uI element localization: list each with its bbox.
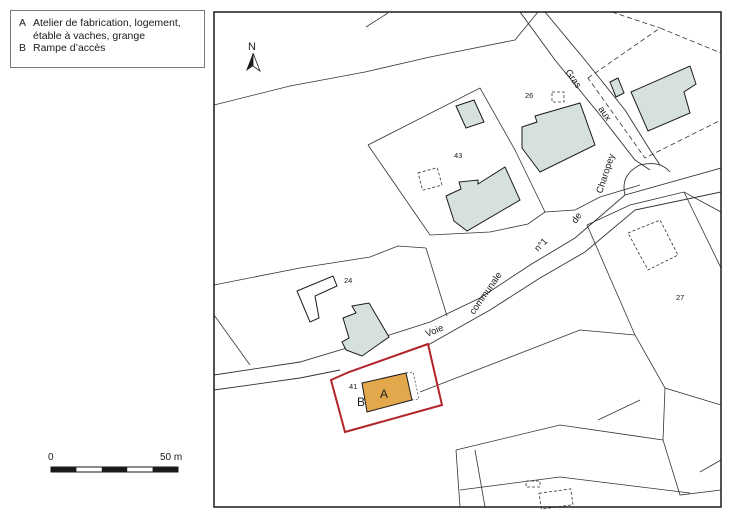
building-24 — [341, 302, 390, 357]
parcel-numbers: 26 43 24 27 41 — [344, 91, 684, 391]
highlighted-parcel-41 — [329, 342, 444, 434]
legend-text-a-line1: Atelier de fabrication, logement, — [33, 17, 181, 29]
building-26 — [521, 102, 596, 173]
dashed-buildings — [417, 91, 679, 510]
buildings — [296, 65, 697, 357]
legend-key-a: A — [19, 17, 27, 29]
legend-item-a: A Atelier de fabrication, logement, étab… — [19, 17, 198, 42]
road-label-de: de — [569, 211, 584, 226]
marker-a: A — [380, 387, 388, 401]
building-small — [609, 77, 625, 98]
parcel-number-43: 43 — [454, 151, 462, 160]
legend-key-b: B — [19, 42, 27, 54]
ramp-b — [405, 371, 420, 401]
roads — [214, 12, 721, 391]
road-label-gras: Gras — [563, 67, 584, 90]
road-label-n1: n°1 — [532, 236, 550, 254]
parcel-number-41: 41 — [349, 382, 357, 391]
building-dashed-parcel — [630, 65, 697, 132]
parcel-lines — [214, 12, 721, 507]
road-label-communale: communale — [467, 270, 504, 317]
building-43-annex — [455, 99, 485, 129]
legend-item-b: B Rampe d’accès — [19, 42, 198, 55]
road-label-aux: aux — [596, 104, 614, 123]
dashed-parcel — [587, 27, 721, 159]
building-43 — [445, 166, 521, 232]
north-arrow-icon: N — [246, 41, 261, 73]
map-legend: A Atelier de fabrication, logement, étab… — [10, 10, 205, 68]
parcel-number-27: 27 — [676, 293, 684, 302]
marker-b: B — [357, 395, 365, 409]
north-label: N — [248, 41, 256, 53]
legend-text-a-line2: étable à vaches, grange — [33, 29, 146, 42]
legend-text-b: Rampe d’accès — [33, 42, 106, 54]
parcel-number-26: 26 — [525, 91, 533, 100]
parcel-number-24: 24 — [344, 276, 352, 285]
map-frame — [213, 11, 722, 508]
building-24-outline — [296, 275, 338, 323]
road-label-charopey: Charopey — [594, 152, 617, 195]
